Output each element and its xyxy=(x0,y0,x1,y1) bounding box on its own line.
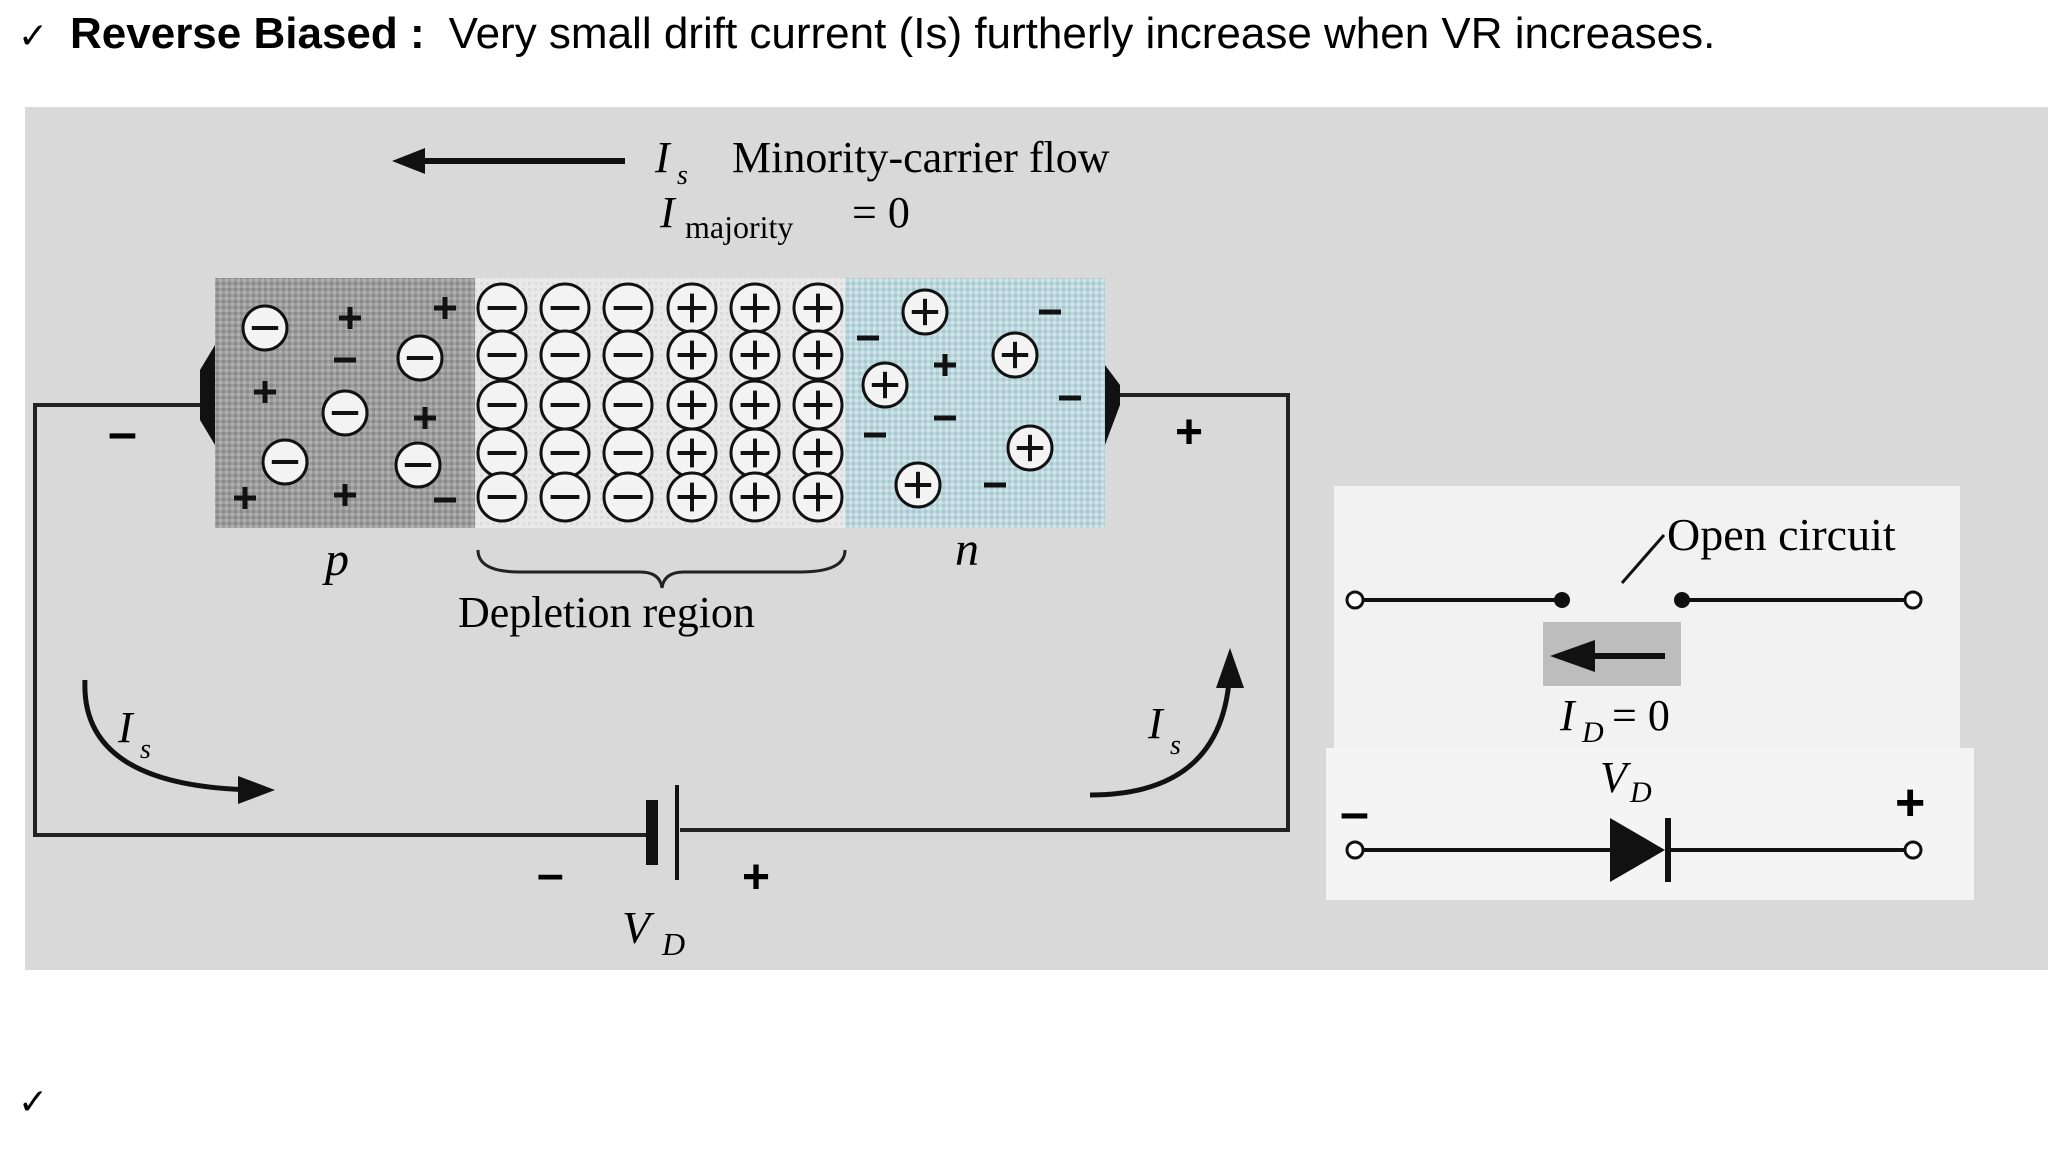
right-wire xyxy=(680,393,1290,832)
oc-left-terminal xyxy=(1345,590,1365,610)
imajority-sub: majority xyxy=(685,209,793,245)
diode-right-terminal xyxy=(1903,840,1923,860)
depletion-label: Depletion region xyxy=(458,588,755,637)
right-current-arrowhead-icon xyxy=(1216,648,1244,688)
minority-flow-label: Minority-carrier flow xyxy=(732,133,1110,182)
n-contact xyxy=(1105,365,1120,445)
imajority-value: = 0 xyxy=(852,188,910,237)
imajority-label: I xyxy=(659,188,677,237)
diode-vd-label: V xyxy=(1600,753,1632,802)
oc-right-terminal xyxy=(1903,590,1923,610)
depletion-region xyxy=(475,278,845,528)
battery-plus-sign: + xyxy=(742,851,770,904)
diode-minus-sign: – xyxy=(1340,784,1369,842)
diode-triangle-icon xyxy=(1610,818,1665,882)
vd-sub: D xyxy=(661,926,685,962)
pn-junction-diagram: I s Minority-carrier flow I majority = 0… xyxy=(33,133,1290,962)
charge-carriers xyxy=(234,282,1081,523)
id-label: I xyxy=(1559,691,1577,740)
id-sub: D xyxy=(1581,716,1604,749)
diode-symbol-panel xyxy=(1326,748,1974,900)
open-circuit-panel xyxy=(1334,486,1960,748)
bullet-heading: Reverse Biased : xyxy=(70,9,425,58)
diode-plus-sign: + xyxy=(1895,774,1925,832)
left-current-arrowhead-icon xyxy=(238,776,275,804)
open-circuit-pointer xyxy=(1620,534,1666,584)
right-current-label: I xyxy=(1147,699,1165,748)
id-arrowhead-icon xyxy=(1550,640,1595,672)
right-current-arrow xyxy=(1089,659,1233,798)
id-value: = 0 xyxy=(1612,691,1670,740)
left-current-sub: s xyxy=(140,734,151,765)
empty-bullet-check-mark-icon: ✓ xyxy=(18,1082,49,1123)
depletion-brace xyxy=(476,549,847,589)
is-label: I xyxy=(654,133,672,182)
open-circuit-label: Open circuit xyxy=(1667,509,1896,560)
left-wire xyxy=(33,403,650,837)
vd-label: V xyxy=(622,902,655,953)
n-label: n xyxy=(955,523,979,576)
battery-minus-sign: – xyxy=(537,848,564,901)
is-sub: s xyxy=(677,160,688,191)
p-contact xyxy=(200,345,215,445)
right-terminal-sign: + xyxy=(1175,406,1203,459)
open-circuit-diagram: Open circuit I D = 0 V D – + xyxy=(1326,486,1974,900)
left-current-arrow xyxy=(82,679,266,793)
bullet-description: Very small drift current (Is) furtherly … xyxy=(448,9,1716,58)
minority-flow-arrowhead-icon xyxy=(392,148,425,174)
left-current-label: I xyxy=(117,703,135,752)
diode-left-terminal xyxy=(1345,840,1365,860)
check-mark-icon: ✓ xyxy=(18,16,49,57)
oc-left-node xyxy=(1554,592,1570,608)
bullet-reverse-biased: ✓ Reverse Biased : Very small drift curren… xyxy=(18,8,1715,59)
left-terminal-sign: – xyxy=(108,404,137,462)
right-current-sub: s xyxy=(1170,730,1181,761)
diode-vd-sub: D xyxy=(1629,776,1652,809)
p-label: p xyxy=(322,533,349,586)
